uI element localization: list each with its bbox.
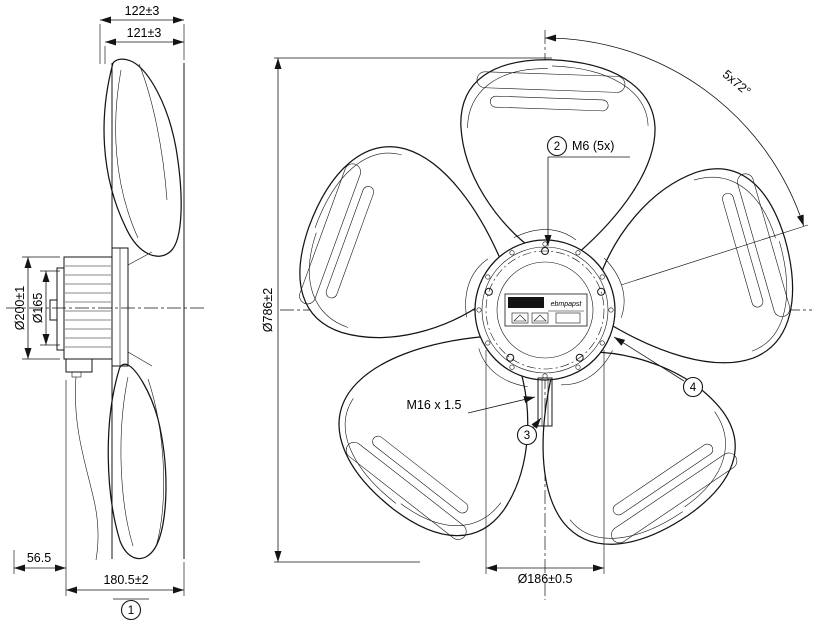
dim-motor-diameter: Ø200±1: [13, 256, 60, 360]
motor-rear-cap: [56, 267, 65, 351]
mounting-holes: [484, 247, 606, 362]
side-motor: [49, 256, 113, 561]
callout-4-label: 4: [690, 382, 697, 394]
callout-1-label: 1: [128, 605, 134, 617]
hub: ebmpapst: [474, 239, 616, 427]
dim-width-hub-label: 121±3: [127, 26, 162, 40]
motor-cable: [75, 376, 99, 561]
side-bottom-blades: [107, 363, 167, 559]
callout-1: 1: [113, 598, 149, 621]
motor-shaft-stub: [49, 299, 58, 321]
side-view: 122±3 121±3 Ø200±1 Ø165 56.5: [6, 4, 206, 621]
dim-fan-diameter: Ø786±2: [261, 57, 552, 563]
dim-depth-total: 180.5±2: [65, 380, 185, 596]
callout-2-label: 2: [554, 141, 560, 153]
callout-3: 3: [516, 417, 542, 446]
dim-flange-diameter-label: Ø165: [31, 293, 45, 324]
dim-depth-rear: 56.5: [13, 550, 66, 574]
cable-gland: [71, 371, 82, 378]
brand-logo: ebmpapst: [551, 301, 583, 308]
callout-3-label: 3: [524, 430, 530, 442]
side-hub-plate: [111, 247, 153, 367]
dim-width-total-label: 122±3: [125, 4, 160, 18]
shaft: [537, 377, 553, 427]
dim-pitch-circle: Ø186±0.5: [485, 350, 605, 586]
dim-fan-diameter-label: Ø786±2: [261, 288, 275, 332]
dim-width-hub: 121±3: [104, 26, 184, 64]
dim-pitch-circle-label: Ø186±0.5: [518, 572, 573, 586]
callout-2-m6: 2 M6 (5x): [544, 135, 630, 246]
nameplate-barcode: [508, 297, 544, 308]
mounting-holes-label: M6 (5x): [572, 139, 614, 153]
nameplate: ebmpapst: [504, 293, 588, 327]
shaft-thread-label: M16 x 1.5: [407, 398, 462, 412]
dim-blade-pitch-label: 5x72°: [720, 67, 754, 98]
terminal-box: [65, 358, 93, 373]
dim-depth-rear-label: 56.5: [27, 551, 51, 565]
side-top-blade: [103, 58, 182, 257]
front-view: ebmpapst Ø786±2: [261, 30, 812, 600]
bolt-circle-centerline: [485, 250, 605, 370]
shaft-thread-callout: M16 x 1.5: [407, 396, 536, 414]
dim-depth-total-label: 180.5±2: [103, 573, 148, 587]
callout-4: 4: [613, 336, 704, 398]
dim-flange-diameter: Ø165: [31, 270, 60, 346]
dim-motor-diameter-label: Ø200±1: [13, 286, 27, 330]
